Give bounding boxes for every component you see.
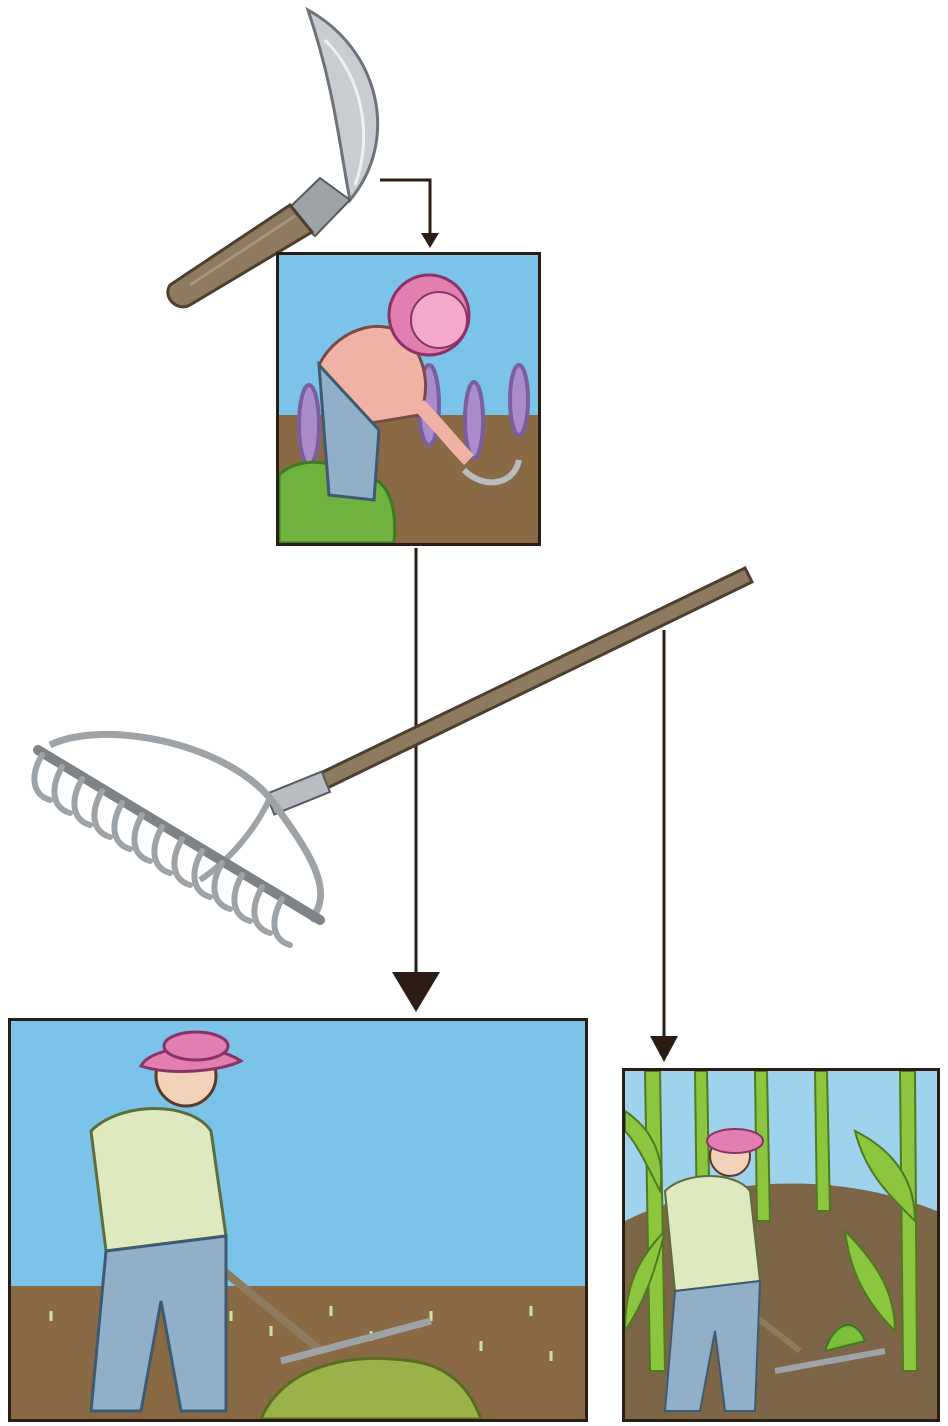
arrowhead-weeding	[421, 233, 439, 248]
panel-raking-corn-field	[622, 1068, 940, 1422]
arrowhead-corn	[650, 1036, 678, 1062]
farmer-raking-field-icon	[11, 1021, 585, 1419]
panel-cutting-weeds	[276, 252, 541, 546]
rake-icon	[20, 560, 760, 990]
rake-tool	[20, 560, 760, 990]
panel-raking-bare-field	[8, 1018, 588, 1422]
farmer-cutting-weeds-icon	[279, 255, 538, 543]
farmer-raking-corn-icon	[625, 1071, 937, 1419]
